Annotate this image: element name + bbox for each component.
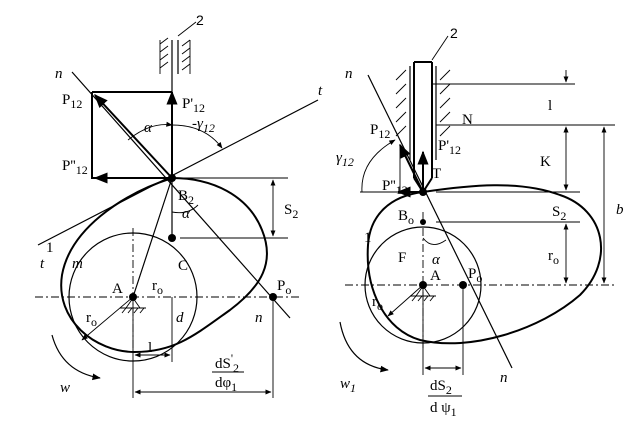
left-r0-radius — [81, 296, 134, 341]
right-cam-profile — [366, 184, 602, 345]
right-point-t — [419, 188, 427, 196]
right-t-label: T — [432, 166, 441, 182]
left-d-label: d — [176, 310, 184, 326]
right-point-a — [419, 281, 427, 289]
left-alpha2-arc — [171, 204, 199, 214]
left-s2-label: S2 — [284, 202, 298, 221]
left-diagram: 2 — [35, 12, 323, 398]
left-r0-2-label: ro — [86, 310, 97, 329]
left-alpha-label: α — [144, 120, 153, 136]
right-normal-label: n — [345, 66, 353, 82]
right-b-label: b — [616, 202, 624, 218]
right-l-label: l — [548, 98, 552, 114]
right-follower-number: 2 — [450, 25, 458, 41]
right-ds-numerator: dS2 — [430, 378, 452, 397]
right-force-dprime-label: P''12 — [382, 178, 408, 197]
left-r0-label: ro — [152, 278, 163, 297]
left-a-label: A — [112, 281, 123, 297]
left-c-label: C — [178, 258, 188, 274]
left-rotation-arrow — [51, 334, 101, 381]
right-k-label: K — [540, 154, 551, 170]
left-point-c — [168, 234, 176, 242]
right-a-label: A — [430, 268, 441, 284]
right-force-label: P12 — [370, 122, 390, 141]
right-cam-number: 1 — [364, 230, 372, 246]
left-tangent-right-label: t — [318, 83, 323, 99]
left-normal-bottom-label: n — [255, 310, 263, 326]
left-omega-label: w — [60, 380, 70, 396]
left-point-b2 — [168, 174, 176, 182]
left-p0-label: Po — [277, 278, 291, 297]
right-alpha-arc — [422, 237, 447, 245]
left-tangent-line — [37, 99, 319, 246]
left-ds-denominator: dφ1 — [215, 375, 237, 394]
right-point-p0 — [459, 281, 467, 289]
right-r0-2-label: ro — [372, 294, 383, 313]
left-gamma-label: -γ12 — [192, 116, 215, 135]
right-ground-symbol — [410, 285, 436, 302]
right-f-label: F — [398, 250, 406, 266]
right-s2-label: S2 — [552, 204, 566, 223]
right-gamma-arc — [361, 139, 396, 193]
left-alpha2-label: α — [182, 206, 191, 222]
right-p0-label: Po — [468, 266, 482, 285]
left-force-label: P12 — [62, 92, 82, 111]
left-radius-line — [132, 177, 173, 298]
left-b2-label: B2 — [178, 188, 194, 207]
right-force-prime-label: P'12 — [438, 138, 461, 157]
right-alpha-label: α — [432, 252, 441, 268]
right-normal-bottom-label: n — [500, 370, 508, 386]
right-n-label: N — [462, 112, 473, 128]
right-r0-radius — [387, 284, 424, 317]
left-follower-number: 2 — [196, 12, 204, 28]
left-alpha-arc — [127, 121, 173, 141]
right-point-b0 — [420, 219, 426, 225]
right-gamma-label: γ12 — [336, 150, 354, 169]
left-force-arrow — [94, 93, 173, 179]
left-gamma-arc — [171, 124, 223, 149]
right-diagram: 2 — [336, 25, 624, 419]
right-omega-label: w1 — [340, 376, 356, 395]
left-cam-number: 1 — [46, 240, 54, 256]
right-normal-line — [367, 74, 513, 369]
left-tangent-left-label: t — [40, 256, 45, 272]
left-normal-line — [71, 71, 291, 319]
right-force-arrow — [399, 143, 424, 193]
left-ds-numerator: dS'2 — [215, 351, 239, 375]
right-r0-label: ro — [548, 248, 559, 267]
left-l-label: l — [148, 340, 152, 356]
right-ds-denominator: d ψ1 — [430, 400, 457, 419]
right-rotation-arrow — [339, 321, 389, 373]
left-normal-label: n — [55, 66, 63, 82]
left-force-dprime-label: P''12 — [62, 158, 88, 177]
left-force-prime-label: P'12 — [182, 96, 205, 115]
right-b0-label: Bo — [398, 208, 414, 227]
left-m-label: m — [72, 256, 83, 272]
